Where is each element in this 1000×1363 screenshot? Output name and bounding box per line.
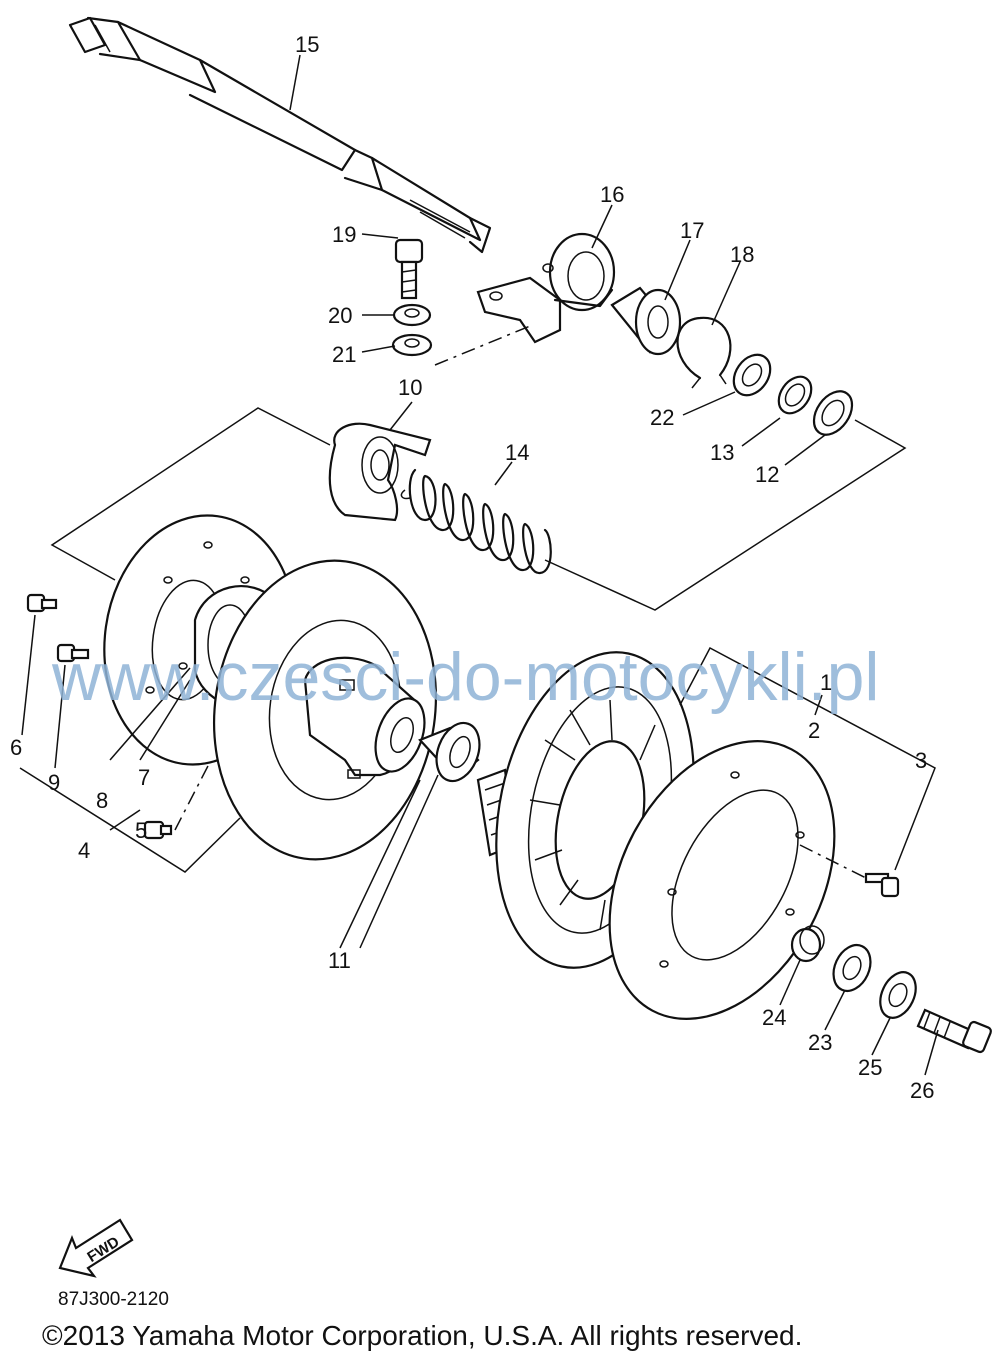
spring-14 <box>400 468 552 575</box>
cover-plate-2 <box>608 740 836 1020</box>
callout-23: 23 <box>808 1030 832 1055</box>
bolt-9 <box>56 643 90 663</box>
group-line-right <box>679 646 936 871</box>
callout-3: 3 <box>915 748 927 773</box>
washer-22 <box>732 353 772 397</box>
callout-1: 1 <box>820 670 832 695</box>
spring-seat-10 <box>328 422 432 522</box>
washer-12 <box>812 390 854 436</box>
bolt-5 <box>143 820 173 840</box>
callout-labels: 1 2 3 4 5 6 7 8 9 10 11 12 13 14 15 16 1… <box>10 32 934 1103</box>
washer-23 <box>832 943 872 993</box>
callout-11: 11 <box>328 948 351 973</box>
fwd-arrow-icon: FWD <box>58 1218 134 1278</box>
callout-18: 18 <box>730 242 754 267</box>
bolt-3 <box>864 872 900 898</box>
callout-7: 7 <box>138 765 150 790</box>
washer-25 <box>879 971 917 1019</box>
collar-24 <box>790 925 825 963</box>
callout-19: 19 <box>332 222 356 247</box>
circlip-18 <box>676 316 732 389</box>
callout-4: 4 <box>78 838 90 863</box>
callout-12: 12 <box>755 462 779 487</box>
callout-13: 13 <box>710 440 734 465</box>
callout-25: 25 <box>858 1055 882 1080</box>
bearing-housing-16 <box>476 232 616 344</box>
ball-bearing-17 <box>610 286 682 356</box>
group-line-left <box>19 767 241 873</box>
collar-11 <box>418 721 481 783</box>
callout-20: 20 <box>328 303 352 328</box>
clip-13 <box>777 375 813 415</box>
diagram-code: 87J300-2120 <box>58 1289 169 1310</box>
bolt-6 <box>26 593 58 613</box>
callout-14: 14 <box>505 440 529 465</box>
callout-26: 26 <box>910 1078 934 1103</box>
callout-22: 22 <box>650 405 674 430</box>
callout-6: 6 <box>10 735 22 760</box>
shaft-part <box>68 16 492 254</box>
movable-sheave <box>212 559 438 861</box>
callout-10: 10 <box>398 375 422 400</box>
callout-17: 17 <box>680 218 704 243</box>
callout-2: 2 <box>808 718 820 743</box>
copyright-notice: ©2013 Yamaha Motor Corporation, U.S.A. A… <box>42 1320 802 1351</box>
callout-15: 15 <box>295 32 319 57</box>
bolt-19 <box>394 238 424 300</box>
callout-5: 5 <box>135 818 147 843</box>
callout-8: 8 <box>96 788 108 813</box>
callout-9: 9 <box>48 770 60 795</box>
leader-lines <box>21 54 939 1076</box>
callout-16: 16 <box>600 182 624 207</box>
watermark-text: www.czesci-do-motocykli.pl <box>51 639 880 715</box>
callout-21: 21 <box>332 342 356 367</box>
callout-24: 24 <box>762 1005 786 1030</box>
washer-21 <box>391 333 433 357</box>
lock-washer-20 <box>392 303 432 327</box>
bolt-26 <box>916 1008 992 1054</box>
group-line-upper <box>50 407 907 611</box>
